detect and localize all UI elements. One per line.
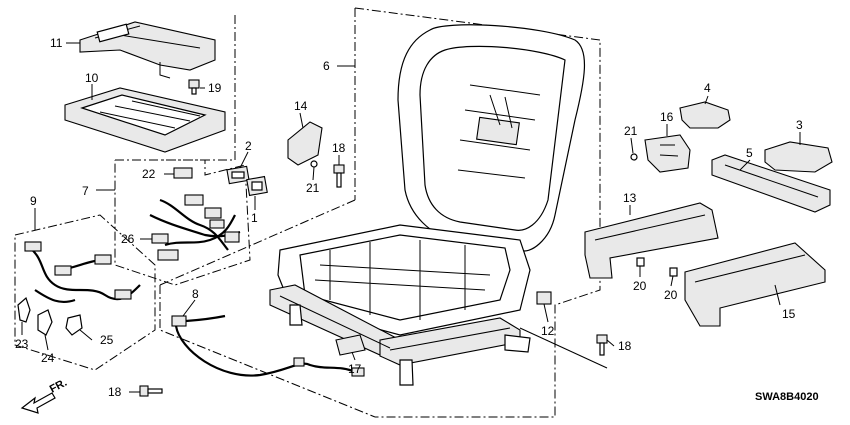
callout-21-right: 21 [624,124,638,138]
callout-8: 8 [192,287,199,301]
callout-21-left: 21 [306,181,320,195]
callout-10: 10 [85,71,99,85]
callout-16: 16 [660,110,674,124]
callout-6: 6 [323,59,330,73]
part-9-harness [24,241,141,304]
part-20-clip-a [636,257,645,267]
front-arrow-icon [20,392,56,414]
leader-lines [21,42,801,393]
callout-13: 13 [623,191,637,205]
part-7-harness [149,194,241,261]
callout-18-bottom: 18 [108,385,122,399]
callout-9: 9 [30,194,37,208]
callout-26: 26 [121,232,135,246]
callout-23: 23 [15,337,29,351]
seat-cushion-frame [269,224,531,386]
part-1-switch [246,175,268,197]
part-18-bolt-center [333,164,345,188]
callout-11: 11 [50,36,63,50]
front-direction-indicator: FR. [20,377,69,414]
callout-14: 14 [294,99,308,113]
callout-17: 17 [348,362,362,376]
part-6-seatback-frame [397,24,585,252]
part-23-clip [17,296,31,323]
callout-2: 2 [245,139,252,153]
part-12-clip [536,291,552,305]
callout-18-right: 18 [618,339,632,353]
callout-15: 15 [782,307,796,321]
part-11-bracket [79,21,216,79]
part-21-screw-right [630,153,638,161]
callout-22: 22 [142,167,156,181]
callout-19: 19 [208,81,222,95]
part-5-trim [711,154,831,213]
callout-12: 12 [541,324,555,338]
callout-7: 7 [82,184,89,198]
part-18-bolt-bottom [139,385,163,397]
part-4-cover [679,101,731,129]
part-21-screw-left [310,160,318,168]
part-8-cable [171,314,365,377]
part-20-clip-b [669,267,678,277]
part-15-cover [684,242,826,327]
part-13-cover [584,202,719,279]
part-16-bracket [644,134,691,173]
callout-3: 3 [796,118,803,132]
part-26-connector [151,233,169,244]
front-label: FR. [48,377,69,396]
callout-24: 24 [41,351,55,365]
callout-5: 5 [746,146,753,160]
callout-20-b: 20 [664,288,678,302]
callout-18-center: 18 [332,141,346,155]
part-22-connector [173,167,193,179]
callout-25: 25 [100,333,114,347]
callout-1: 1 [251,211,258,225]
part-10-cushion-pan [64,87,226,153]
part-14-cover [287,121,323,166]
part-3-cover [764,141,833,173]
callout-4: 4 [704,81,711,95]
part-2-switch [226,165,250,185]
part-19-bolt [188,79,200,95]
callout-20-a: 20 [633,279,647,293]
part-25-clip [65,314,83,336]
part-17-pad [335,334,366,356]
callout-labels: 11 10 19 2 1 7 9 22 26 8 23 24 25 18 6 1… [15,36,803,399]
part-24-clip [37,309,53,336]
diagram-code: SWA8B4020 [755,391,819,403]
part-18-bolt-right [596,334,608,356]
